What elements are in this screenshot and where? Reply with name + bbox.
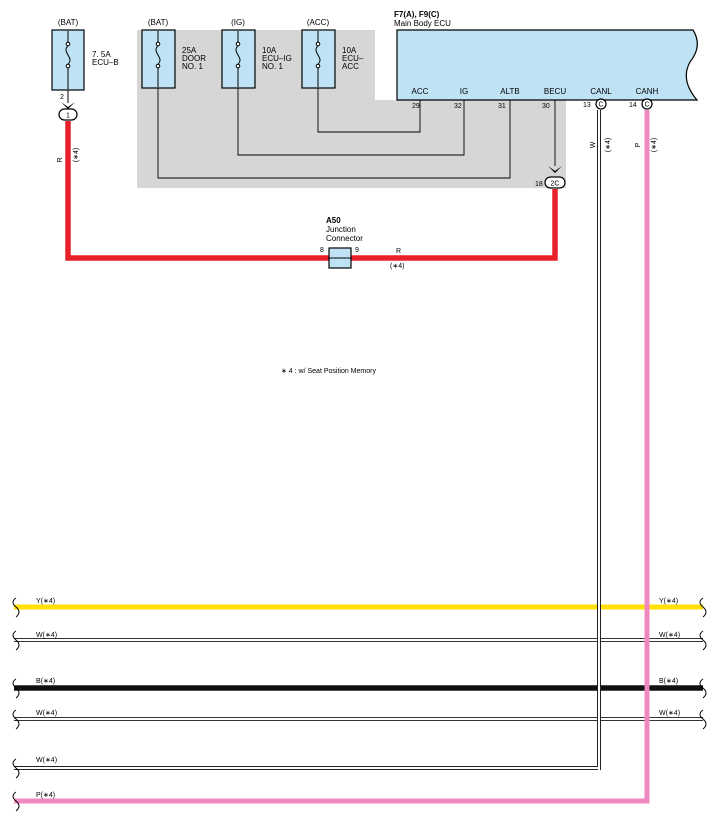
fuse-icon: [155, 31, 161, 87]
ecu-pin-number-30: 30: [542, 103, 550, 110]
fuse-name-ecu-acc-1: ECU–: [342, 54, 364, 63]
can-connector-canh: [641, 98, 653, 110]
fuse-name-ecu-ig-1: ECU–IG: [262, 54, 292, 63]
fuse-name-ecu-acc-2: ACC: [342, 62, 359, 71]
canl-wire: [14, 110, 601, 770]
ecu-pin-number-14: 14: [629, 102, 637, 109]
can-connector-canl: [595, 98, 607, 110]
connector-2c-pin: 18: [535, 181, 543, 188]
footnote: ∗ 4 : w/ Seat Position Memory: [281, 368, 376, 375]
fuse-rating-ecu-ig: 10A: [262, 46, 277, 55]
wire-note-w-vertical: (∗4): [605, 138, 612, 152]
ecu-pin-label-acc: ACC: [412, 87, 429, 96]
bus-label-left-4: W(∗4): [36, 710, 57, 717]
fuse-rating-door: 25A: [182, 46, 197, 55]
fuse-source-ecu-ig: (IG): [231, 18, 245, 27]
connector-1-pin: 2: [60, 94, 64, 101]
connector-2c-label: 2C: [551, 181, 560, 188]
fuse-source-ecu-b: (BAT): [58, 18, 79, 27]
wire-altb: [157, 88, 511, 179]
connector-1: [58, 108, 78, 121]
wire-acc: [317, 88, 421, 133]
wire-label-w-vertical: W: [590, 141, 597, 148]
fuse-source-door: (BAT): [148, 18, 169, 27]
bus-label-left-3: B(∗4): [36, 678, 55, 685]
wire-label-p-vertical: P: [635, 142, 642, 147]
bus-label-left-6: P(∗4): [36, 792, 55, 799]
fuse-icon: [315, 31, 321, 87]
red-wire: [65, 121, 558, 261]
arrow-down-icon: [548, 166, 562, 173]
bus-label-right-3: B(∗4): [659, 678, 678, 685]
can-connector-canl-letter: C: [598, 102, 603, 109]
fuse-icon: [65, 31, 71, 89]
wire-note-r-vertical: (∗4): [73, 148, 80, 162]
wire-ig: [237, 88, 465, 156]
ecu-pin-number-32: 32: [454, 103, 462, 110]
break-mark-left: [12, 597, 20, 812]
bus-label-left-2: W(∗4): [36, 632, 57, 639]
junction-pin-out: 9: [355, 247, 359, 254]
ecu-pin-number-29: 29: [412, 103, 420, 110]
ecu-pin-label-becu: BECU: [544, 87, 566, 96]
junction-pin-in: 8: [320, 247, 324, 254]
fuse-name-ecu-b: ECU–B: [92, 58, 119, 67]
ecu-pin-number-13: 13: [583, 102, 591, 109]
bus-label-right-1: Y(∗4): [659, 598, 678, 605]
fuse-name-door-1: DOOR: [182, 54, 206, 63]
bus-label-left-5: W(∗4): [36, 757, 57, 764]
fuse-rating-ecu-acc: 10A: [342, 46, 357, 55]
ecu-pin-label-altb: ALTB: [500, 87, 519, 96]
bus-label-right-4: W(∗4): [659, 710, 680, 717]
ecu-pin-label-ig: IG: [460, 87, 468, 96]
junction-name-2: Connector: [326, 234, 363, 243]
wire-note-p-vertical: (∗4): [651, 138, 658, 152]
fuse-source-ecu-acc: (ACC): [307, 18, 330, 27]
ecu-pin-number-31: 31: [498, 103, 506, 110]
connector-2c: [544, 176, 566, 189]
wire-label-r-vertical: R: [57, 157, 64, 162]
break-mark-right: [699, 597, 707, 730]
ecu-box: [396, 29, 699, 101]
can-connector-canh-letter: C: [644, 102, 649, 109]
fuse-icon: [235, 31, 241, 87]
fuse-name-ecu-ig-2: NO. 1: [262, 62, 283, 71]
fuse-rating-ecu-b: 7. 5A: [92, 50, 111, 59]
connector-1-label: 1: [66, 113, 70, 120]
arrow-down-icon: [61, 102, 75, 109]
ecu-pin-label-canl: CANL: [590, 87, 612, 96]
wire-label-r-horizontal: R: [396, 248, 401, 255]
junction-name-1: Junction: [326, 225, 356, 234]
bus-label-left-1: Y(∗4): [36, 598, 55, 605]
wire-note-r-horizontal: (∗4): [390, 263, 404, 270]
ecu-pin-label-canh: CANH: [636, 87, 659, 96]
fuse-name-door-2: NO. 1: [182, 62, 203, 71]
junction-id: A50: [326, 216, 341, 225]
ecu-title: F7(A), F9(C): [394, 10, 440, 19]
ecu-name: Main Body ECU: [394, 19, 451, 28]
bus-label-right-2: W(∗4): [659, 632, 680, 639]
canh-wire: [14, 110, 650, 804]
